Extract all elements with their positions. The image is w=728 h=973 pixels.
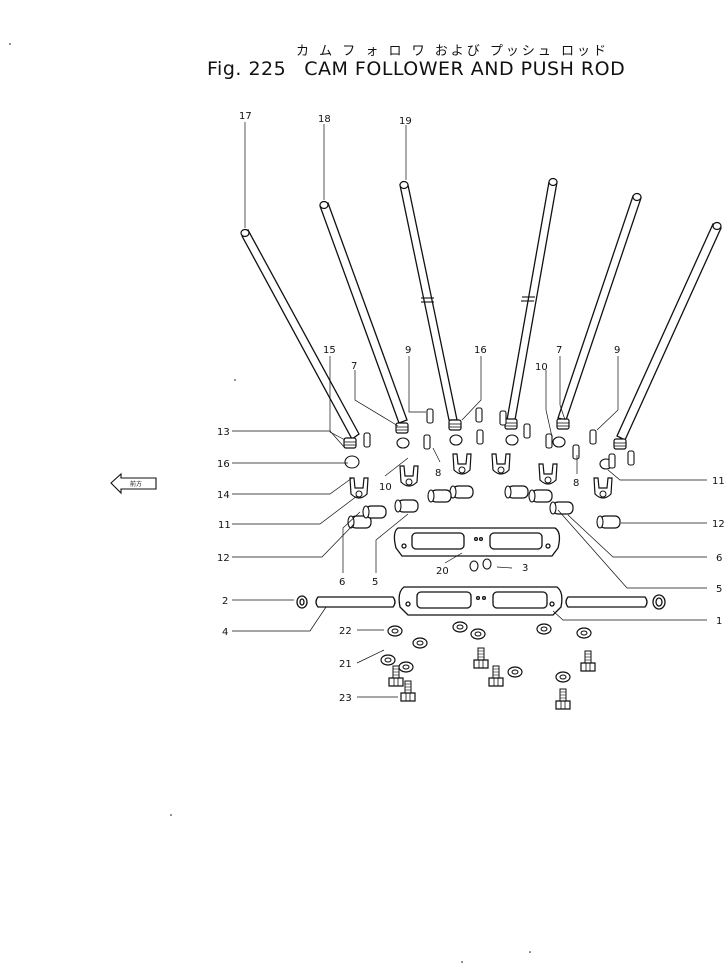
label-6a: 6	[339, 577, 345, 588]
rod-ends	[343, 418, 627, 450]
label-21: 21	[339, 659, 352, 670]
label-8a: 8	[435, 468, 441, 479]
front-label: 前方	[130, 480, 142, 488]
figure-title: Fig. 225 CAM FOLLOWER AND PUSH ROD	[207, 58, 625, 80]
screws	[469, 558, 492, 572]
label-17: 17	[239, 111, 252, 122]
label-13: 13	[217, 427, 230, 438]
shafts	[296, 594, 666, 610]
label-11a: 11	[218, 520, 231, 531]
front-direction-indicator: 前方	[110, 472, 157, 495]
push-rods	[240, 177, 722, 441]
label-11b: 11	[712, 476, 725, 487]
japanese-title: カ ム フ ォ ロ ワ および プッシュ ロッド	[296, 44, 610, 59]
label-14: 14	[217, 490, 230, 501]
label-8b: 8	[573, 478, 579, 489]
label-18: 18	[318, 114, 331, 125]
label-15: 15	[323, 345, 336, 356]
figure-number: Fig. 225	[207, 58, 287, 80]
lower-bracket	[398, 586, 563, 616]
label-19: 19	[399, 116, 412, 127]
label-12a: 12	[217, 553, 230, 564]
arrow-left-icon	[110, 472, 157, 495]
label-20: 20	[436, 566, 449, 577]
label-22: 22	[339, 626, 352, 637]
label-12b: 12	[712, 519, 725, 530]
label-23: 23	[339, 693, 352, 704]
label-9a: 9	[405, 345, 411, 356]
label-10r: 10	[535, 362, 548, 373]
label-7b: 7	[556, 345, 562, 356]
label-7a: 7	[351, 361, 357, 372]
label-4: 4	[222, 627, 228, 638]
washers	[380, 621, 592, 683]
label-10a: 10	[379, 482, 392, 493]
label-6b: 6	[716, 553, 722, 564]
figure-name: CAM FOLLOWER AND PUSH ROD	[304, 58, 626, 80]
part-labels: 17 18 19 15 9 16 7 10 7 9 13 16 14 11 12…	[217, 111, 725, 704]
label-3: 3	[522, 563, 528, 574]
upper-bracket	[393, 527, 561, 557]
label-1: 1	[716, 616, 722, 627]
label-16b: 16	[217, 459, 230, 470]
label-5b: 5	[716, 584, 722, 595]
label-9b: 9	[614, 345, 620, 356]
leader-lines	[232, 122, 707, 698]
scan-specks	[9, 43, 531, 963]
label-2: 2	[222, 596, 228, 607]
label-5a: 5	[372, 577, 378, 588]
adjusting-nuts	[344, 434, 613, 470]
label-16a: 16	[474, 345, 487, 356]
